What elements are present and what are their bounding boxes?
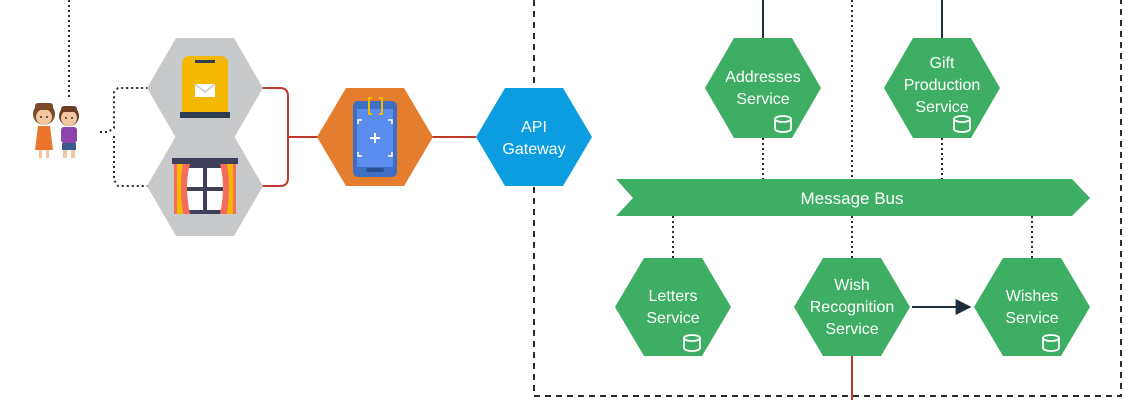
wishes-service-label-line1: Wishes [1006,288,1058,305]
api-gateway-label-line1: API [521,119,547,136]
gift-production-service-label-line2: Production [904,77,981,94]
gift-production-service-hexagon[interactable] [884,38,1000,138]
message-bus-label: Message Bus [801,189,904,208]
children-icon [33,103,79,158]
wish-recognition-service-label-line3: Service [825,321,878,338]
addresses-service-label-line1: Addresses [725,69,801,86]
mobile-app-icon [353,97,397,177]
wishes-service-hexagon[interactable] [974,258,1090,356]
gift-production-service-label-line1: Gift [930,55,955,72]
wish-recognition-service-label-line2: Recognition [810,299,895,316]
channels-to-app-connector [262,87,318,187]
letters-service-label-line2: Service [646,310,699,327]
wish-recognition-service-hexagon[interactable] [794,258,910,356]
message-bus [616,179,1090,216]
api-gateway-hexagon[interactable] [476,88,592,186]
addresses-service-hexagon[interactable] [705,38,821,138]
letters-service-hexagon[interactable] [615,258,731,356]
letters-service-label-line1: Letters [649,288,698,305]
wish-recognition-service-label-line1: Wish [834,277,870,294]
wishes-service-label-line2: Service [1005,310,1058,327]
bounded-context-border [533,0,1122,397]
addresses-service-label-line2: Service [736,91,789,108]
window-icon [172,158,238,214]
api-gateway-label-line2: Gateway [502,141,565,158]
channels-bracket [100,87,150,187]
gift-production-service-label-line3: Service [915,99,968,116]
mailbox-icon [180,56,230,118]
